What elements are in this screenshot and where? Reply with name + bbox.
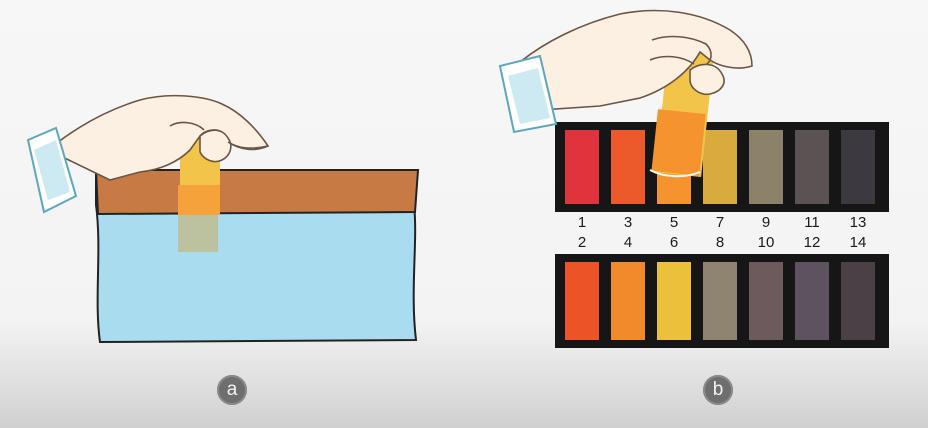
panel-a-group <box>28 96 418 342</box>
ph-strip-submerged <box>178 212 218 252</box>
bottom-ph-number: 4 <box>608 235 648 251</box>
bottom-row-swatch-4 <box>703 262 737 340</box>
bottom-ph-number: 2 <box>562 235 602 251</box>
bottom-row-swatch-5 <box>749 262 783 340</box>
bottom-row-swatch-3 <box>657 262 691 340</box>
top-row-swatch-6 <box>795 130 829 204</box>
hand-icon <box>48 96 268 180</box>
liquid-top-layer <box>96 170 418 214</box>
bottom-ph-number: 8 <box>700 235 740 251</box>
bottom-ph-number: 10 <box>746 235 786 251</box>
top-ph-number: 7 <box>700 215 740 231</box>
top-ph-number: 13 <box>838 215 878 231</box>
top-row-swatch-7 <box>841 130 875 204</box>
bottom-row-swatch-6 <box>795 262 829 340</box>
bottom-row-swatch-2 <box>611 262 645 340</box>
top-ph-number: 3 <box>608 215 648 231</box>
bottom-ph-number: 6 <box>654 235 694 251</box>
bottom-row-swatch-7 <box>841 262 875 340</box>
ph-strip-wet <box>178 185 220 215</box>
bottom-row-swatch-1 <box>565 262 599 340</box>
hand-icon <box>520 11 752 110</box>
top-row-swatch-1 <box>565 130 599 204</box>
panel-label-b: b <box>703 375 733 405</box>
top-row-swatch-2 <box>611 130 645 204</box>
top-row-swatch-4 <box>703 130 737 204</box>
panel-b-group <box>500 11 889 348</box>
top-ph-number: 9 <box>746 215 786 231</box>
bottom-ph-number: 12 <box>792 235 832 251</box>
ph-strip-wet <box>651 109 705 176</box>
top-ph-number: 5 <box>654 215 694 231</box>
bottom-ph-number: 14 <box>838 235 878 251</box>
top-ph-number: 11 <box>792 215 832 231</box>
top-row-swatch-5 <box>749 130 783 204</box>
panel-label-a: a <box>217 375 247 405</box>
top-ph-number: 1 <box>562 215 602 231</box>
